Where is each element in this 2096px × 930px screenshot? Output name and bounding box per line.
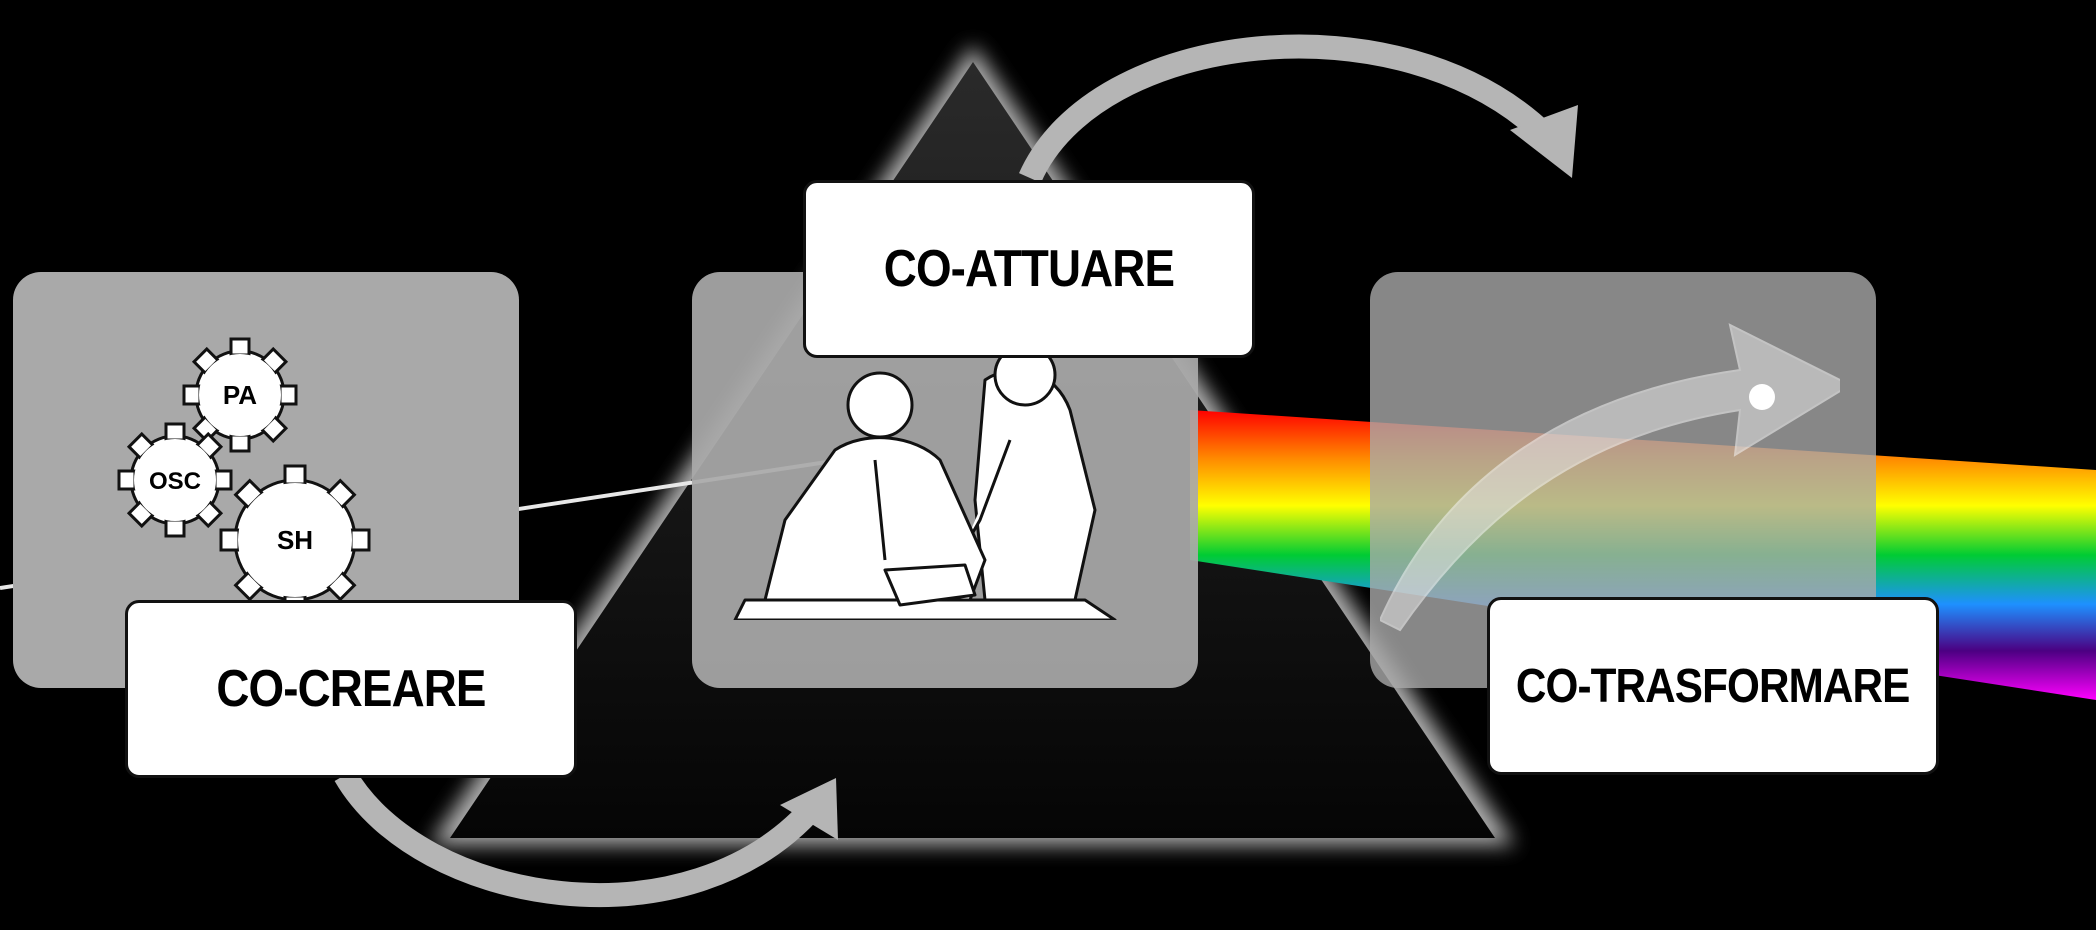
label-co-creare: CO-CREARE — [125, 600, 577, 778]
curved-arrow-icon — [1030, 47, 1545, 178]
stage-title-co-trasformare: CO-TRASFORMARE — [1516, 659, 1910, 714]
label-co-trasformare: CO-TRASFORMARE — [1487, 597, 1939, 775]
gear-label-pa: PA — [223, 380, 257, 410]
gears-icon: PA OSC SH — [95, 325, 395, 645]
stage-title-co-creare: CO-CREARE — [216, 659, 485, 719]
stage-title-co-attuare: CO-ATTUARE — [884, 239, 1174, 299]
label-co-attuare: CO-ATTUARE — [803, 180, 1255, 358]
growth-arrow-icon — [1380, 315, 1840, 645]
gear-label-sh: SH — [277, 525, 313, 555]
people-at-desk-illustration — [725, 320, 1145, 620]
gear-label-osc: OSC — [149, 468, 201, 495]
